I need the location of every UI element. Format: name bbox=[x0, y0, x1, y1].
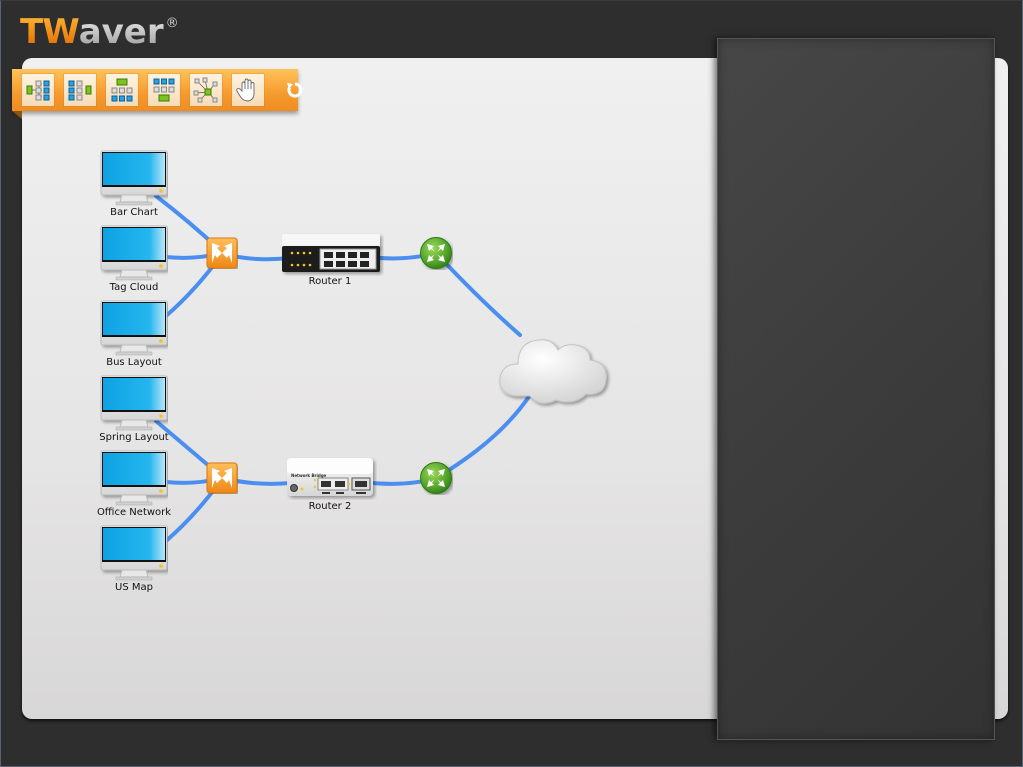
computer-label: Tag Cloud bbox=[109, 282, 159, 293]
router-2[interactable]: Network Bridge Router 2 bbox=[285, 456, 377, 512]
computer-1[interactable]: Bar Chart bbox=[100, 150, 168, 220]
router-label: Router 2 bbox=[308, 501, 352, 512]
computer-3[interactable]: Bus Layout bbox=[100, 300, 168, 370]
tree-layout-up-icon bbox=[153, 78, 175, 102]
layout-left-to-right-button[interactable] bbox=[22, 74, 54, 106]
logo-registered-mark: ® bbox=[165, 16, 179, 31]
router-hub-icon bbox=[420, 462, 452, 494]
computer-label: Bar Chart bbox=[110, 207, 158, 218]
layout-bottom-to-top-button[interactable] bbox=[148, 74, 180, 106]
computer-6[interactable]: US Map bbox=[100, 525, 168, 595]
hub-2[interactable] bbox=[419, 461, 453, 495]
computer-label: Spring Layout bbox=[99, 432, 169, 443]
hub-1[interactable] bbox=[419, 236, 453, 270]
monitor-icon bbox=[100, 225, 168, 281]
network-bridge-icon bbox=[287, 458, 373, 496]
router-label: Router 1 bbox=[308, 276, 352, 287]
switch-icon bbox=[206, 462, 238, 494]
tree-layout-right-icon bbox=[26, 80, 50, 101]
layout-right-to-left-button[interactable] bbox=[64, 74, 96, 106]
monitor-icon bbox=[100, 450, 168, 506]
tree-layout-left-icon bbox=[68, 80, 92, 101]
monitor-icon bbox=[100, 150, 168, 206]
refresh-icon bbox=[287, 82, 303, 98]
device-brand-text: Network Bridge bbox=[291, 473, 327, 478]
computer-label: US Map bbox=[115, 582, 153, 593]
pan-mode-button[interactable] bbox=[232, 74, 264, 106]
computer-4[interactable]: Spring Layout bbox=[99, 375, 169, 445]
toolbar-fold bbox=[12, 111, 22, 119]
switch-1[interactable] bbox=[206, 237, 238, 269]
monitor-icon bbox=[100, 375, 168, 431]
layout-toolbar bbox=[12, 69, 303, 111]
cloud[interactable] bbox=[494, 328, 612, 408]
computer-2[interactable]: Tag Cloud bbox=[100, 225, 168, 295]
cloud-icon bbox=[499, 339, 607, 404]
computer-5[interactable]: Office Network bbox=[96, 450, 172, 520]
router-device-icon bbox=[282, 234, 380, 272]
tree-layout-down-icon bbox=[111, 78, 133, 102]
radial-layout-icon bbox=[193, 77, 218, 103]
monitor-icon bbox=[100, 300, 168, 356]
computer-label: Office Network bbox=[96, 507, 172, 518]
switch-2[interactable] bbox=[206, 462, 238, 494]
router-hub-icon bbox=[420, 237, 452, 269]
side-panel bbox=[717, 38, 995, 740]
refresh-button[interactable] bbox=[285, 80, 305, 100]
switch-icon bbox=[206, 237, 238, 269]
layout-top-to-bottom-button[interactable] bbox=[106, 74, 138, 106]
layout-radial-button[interactable] bbox=[190, 74, 222, 106]
router-1[interactable]: Router 1 bbox=[280, 232, 384, 287]
monitor-icon bbox=[100, 525, 168, 581]
logo-secondary: aver bbox=[78, 12, 164, 52]
hand-icon bbox=[236, 78, 255, 102]
computer-label: Bus Layout bbox=[106, 357, 162, 368]
logo-primary: TW bbox=[20, 12, 80, 52]
